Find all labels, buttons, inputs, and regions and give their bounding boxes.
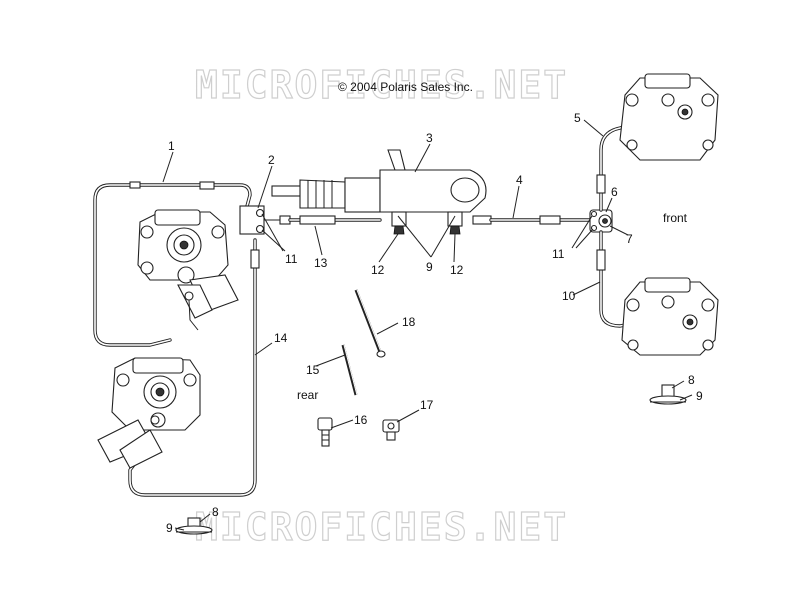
leader-lines — [162, 119, 693, 531]
callout-9-center: 9 — [426, 260, 433, 274]
brake-line-13 — [279, 215, 382, 225]
watermark-top: MICROFICHES.NET — [195, 63, 568, 107]
callout-1: 1 — [168, 139, 175, 153]
front-lower-hose — [596, 230, 692, 328]
pin-18 — [354, 289, 386, 358]
callout-6: 6 — [611, 185, 618, 199]
callout-8-left: 8 — [212, 505, 219, 519]
rear-brake-line — [128, 238, 260, 497]
callout-13: 13 — [314, 256, 328, 270]
label-front: front — [663, 211, 688, 225]
rear-caliper-upper — [137, 209, 239, 331]
callout-11-front: 11 — [552, 247, 565, 261]
callout-5: 5 — [574, 111, 581, 125]
callout-14: 14 — [274, 331, 288, 345]
washer-nut-right — [649, 384, 687, 405]
callout-9-left: 9 — [166, 521, 173, 535]
master-cylinder — [271, 149, 487, 235]
callout-4: 4 — [516, 173, 523, 187]
pin-15 — [341, 344, 358, 396]
watermark-bottom: MICROFICHES.NET — [195, 505, 568, 549]
callout-8-right: 8 — [688, 373, 695, 387]
front-caliper-upper — [619, 73, 719, 161]
front-upper-hose — [596, 108, 682, 212]
bleeder-16 — [317, 417, 333, 447]
callout-15: 15 — [306, 363, 320, 377]
callout-11-rear: 11 — [285, 252, 298, 266]
callout-12-left: 12 — [371, 263, 385, 277]
rear-brake-hose-loop — [93, 181, 252, 347]
callout-16: 16 — [354, 413, 368, 427]
rear-caliper-lower — [97, 357, 201, 469]
rear-junction-block — [239, 205, 290, 235]
label-rear: rear — [297, 388, 318, 402]
callout-10: 10 — [562, 289, 576, 303]
washer-nut-left — [175, 517, 213, 535]
bleeder-17 — [382, 419, 400, 441]
callout-17: 17 — [420, 398, 434, 412]
callout-18: 18 — [402, 315, 416, 329]
callout-3: 3 — [426, 131, 433, 145]
callout-7: 7 — [626, 232, 633, 246]
callout-9-right: 9 — [696, 389, 703, 403]
front-junction-block — [589, 209, 613, 233]
front-caliper-lower — [621, 277, 719, 356]
copyright-text: © 2004 Polaris Sales Inc. — [338, 80, 473, 94]
front-brake-line — [472, 215, 592, 225]
callout-2: 2 — [268, 153, 275, 167]
callout-12-right: 12 — [450, 263, 464, 277]
